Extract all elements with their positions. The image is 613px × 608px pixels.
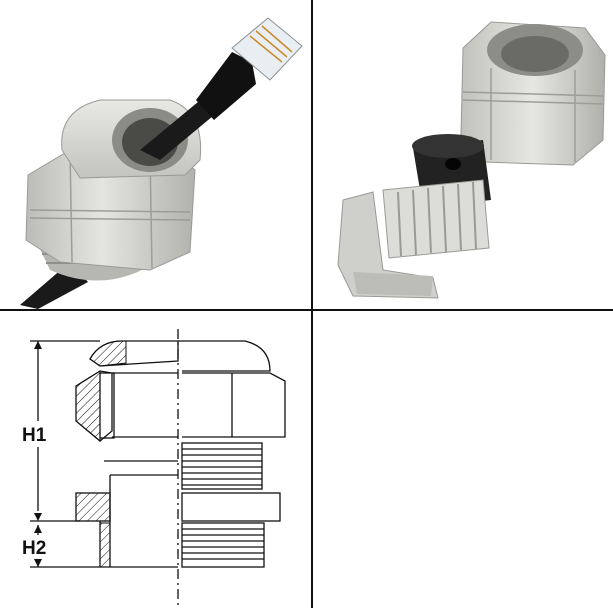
vertical-divider: [311, 0, 313, 608]
exploded-gland-illustration: [337, 21, 606, 299]
cross-section-drawing: H1 H2: [20, 329, 286, 606]
assembled-gland-illustration: [20, 17, 303, 309]
panel-cross-section-drawing: H1 H2: [0, 311, 311, 608]
panel-exploded-gland: [313, 0, 613, 309]
hex-base: [337, 191, 439, 299]
cable-boot: [196, 52, 256, 120]
cable-upper: [140, 102, 213, 160]
horizontal-divider: [0, 309, 613, 311]
clamp-fingers: [382, 179, 490, 259]
panel-assembled-gland: [0, 0, 311, 309]
dimension-label-h1: H1: [22, 425, 47, 446]
panel-empty: [313, 311, 613, 608]
dimension-label-h2: H2: [22, 538, 46, 559]
seal-hole: [445, 158, 461, 170]
